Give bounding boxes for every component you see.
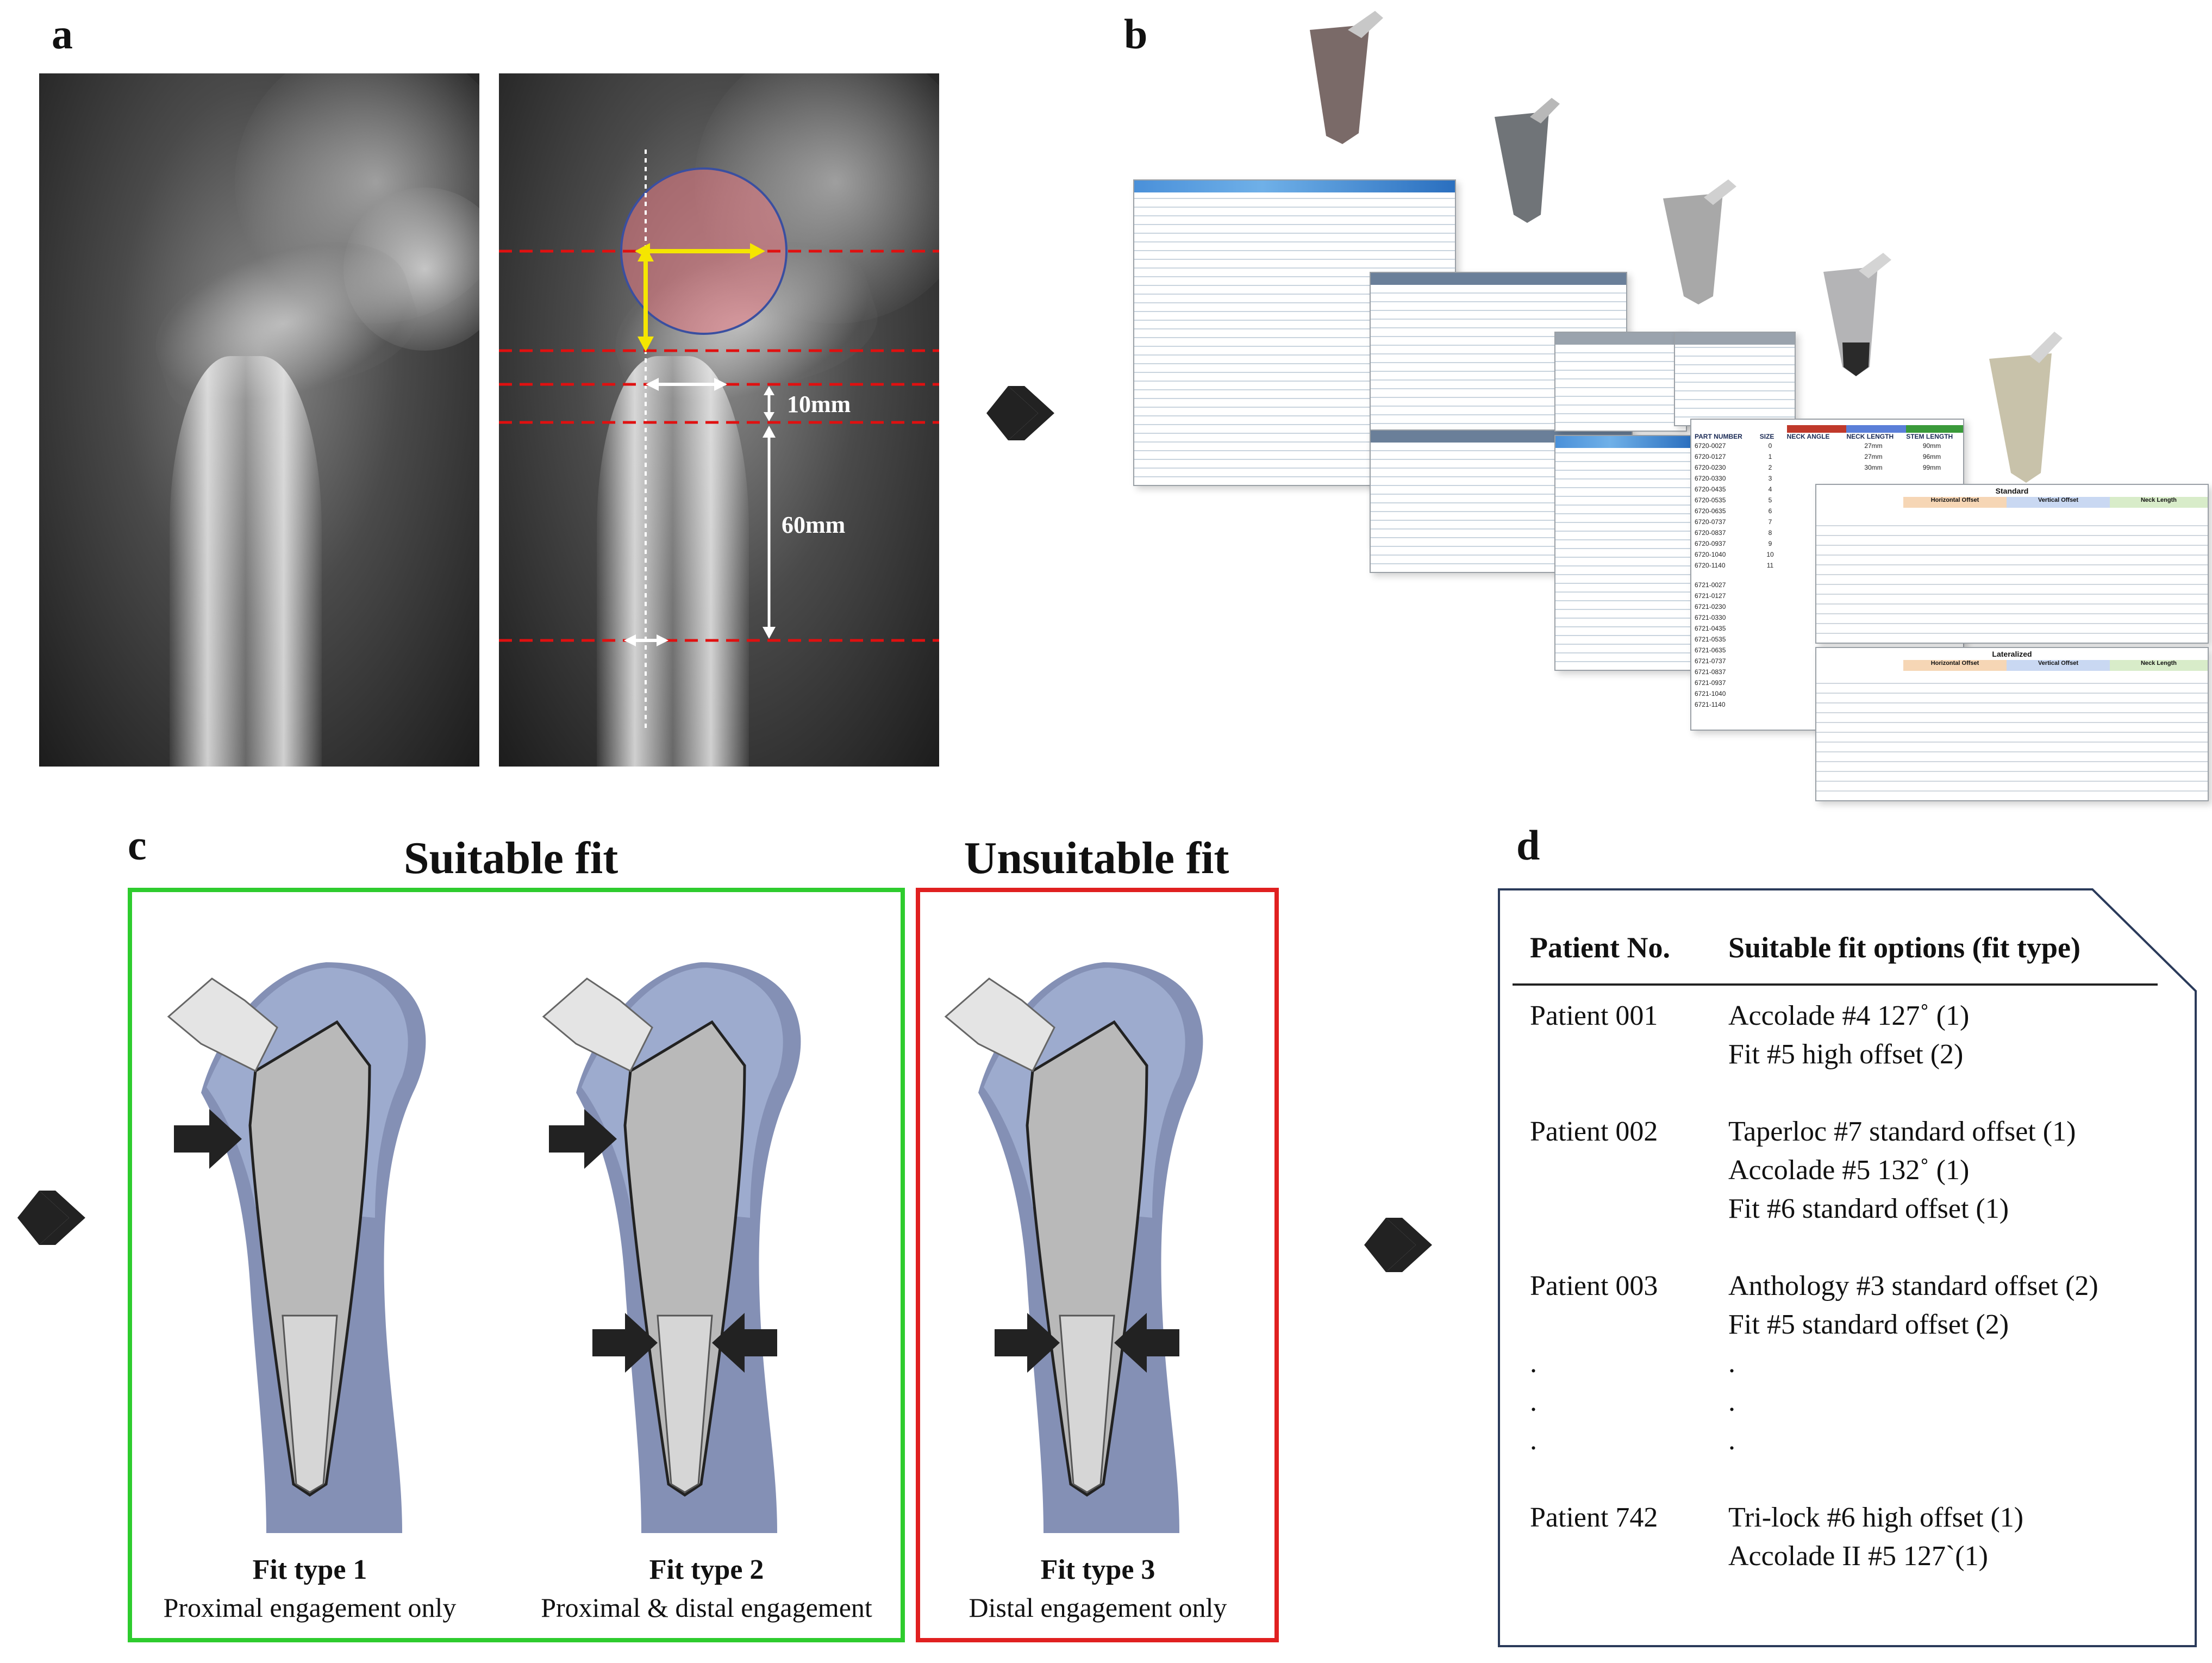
patient-id: Patient 003 xyxy=(1530,1270,1658,1301)
fit-option: Tri-lock #6 high offset (1) xyxy=(1728,1502,2024,1533)
xray-left xyxy=(39,73,479,767)
patient-id: Patient 002 xyxy=(1530,1116,1658,1147)
fit-type-3-desc: Distal engagement only xyxy=(968,1592,1227,1623)
col-header-options: Suitable fit options (fit type) xyxy=(1728,931,2080,964)
distal-arrow-right-icon xyxy=(712,1313,777,1373)
fit-type-2-desc: Proximal & distal engagement xyxy=(541,1592,872,1623)
patient-id: Patient 001 xyxy=(1530,1000,1658,1031)
fit-type-2-label: Fit type 2 xyxy=(649,1554,764,1585)
unsuitable-fit-title: Unsuitable fit xyxy=(964,833,1229,883)
suitable-fit-title: Suitable fit xyxy=(403,833,618,883)
ellipsis-dot: . xyxy=(1530,1348,1537,1379)
proximal-arrow-icon xyxy=(174,1109,242,1169)
unsuitable-fit-box xyxy=(916,888,1279,1642)
fit-option: Fit #5 standard offset (2) xyxy=(1728,1309,2009,1340)
right-arrow-icon xyxy=(17,1191,85,1245)
patient-id: Patient 742 xyxy=(1530,1502,1658,1533)
fit-option: Accolade #4 127˚ (1) xyxy=(1728,1000,1970,1031)
fit-type-1-illustration xyxy=(167,962,426,1533)
fit-option: Fit #6 standard offset (1) xyxy=(1728,1193,2009,1224)
measurement-overlay xyxy=(499,150,939,731)
implant-stem-image-1 xyxy=(1310,11,1383,144)
fit-option: Fit #5 high offset (2) xyxy=(1728,1039,1964,1070)
lateralized-offset-table: Lateralized Horizontal Offset Vertical O… xyxy=(1815,647,2209,801)
yellow-arrow-vertical xyxy=(638,337,654,352)
distal-arrow-left-icon xyxy=(592,1313,658,1373)
fit-type-1-desc: Proximal engagement only xyxy=(163,1592,457,1623)
panel-letter-b: b xyxy=(1124,10,1148,58)
fit-option: Accolade #5 132˚ (1) xyxy=(1728,1155,1970,1186)
right-arrow-icon xyxy=(1364,1218,1432,1272)
results-sheet-outline xyxy=(1498,888,2197,1647)
distal-arrow-right-icon xyxy=(1114,1313,1179,1373)
standard-offset-table: Standard Horizontal Offset Vertical Offs… xyxy=(1815,484,2209,644)
fit-type-2-illustration xyxy=(542,962,801,1533)
implant-stem-image-5 xyxy=(1989,332,2063,483)
fit-type-3-label: Fit type 3 xyxy=(1040,1554,1155,1585)
catalog-sheet-6 xyxy=(1554,435,1692,671)
ellipsis-dot: . xyxy=(1530,1386,1537,1417)
ellipsis-dot: . xyxy=(1728,1425,1735,1456)
fit-option: Taperloc #7 standard offset (1) xyxy=(1728,1116,2076,1147)
panel-letter-d: d xyxy=(1516,821,1540,869)
panel-letter-a: a xyxy=(52,10,73,58)
distal-arrow-left-icon xyxy=(995,1313,1060,1373)
fit-option: Accolade II #5 127`(1) xyxy=(1728,1541,1988,1572)
proximal-arrow-icon xyxy=(549,1109,617,1169)
ellipsis-dot: . xyxy=(1728,1348,1735,1379)
col-header-patient: Patient No. xyxy=(1530,931,1670,964)
implant-stem-image-4 xyxy=(1823,253,1891,376)
suitable-fit-box xyxy=(128,888,905,1642)
measure-label-10mm: 10mm xyxy=(787,391,851,418)
fit-option: Anthology #3 standard offset (2) xyxy=(1728,1270,2098,1301)
ellipsis-dot: . xyxy=(1728,1386,1735,1417)
xray-right: 10mm 60mm xyxy=(499,73,939,767)
panel-letter-c: c xyxy=(128,821,147,869)
catalog-sheet-5 xyxy=(1674,332,1796,426)
implant-stem-image-2 xyxy=(1495,98,1560,223)
fit-type-1-label: Fit type 1 xyxy=(252,1554,367,1585)
yellow-arrow-horizontal xyxy=(750,243,765,259)
right-arrow-icon xyxy=(986,386,1054,440)
ellipsis-dot: . xyxy=(1530,1425,1537,1456)
measure-label-60mm: 60mm xyxy=(782,512,846,538)
implant-stem-image-3 xyxy=(1663,179,1736,304)
fit-type-3-illustration xyxy=(944,962,1203,1533)
catalog-sheet-4 xyxy=(1554,332,1687,432)
